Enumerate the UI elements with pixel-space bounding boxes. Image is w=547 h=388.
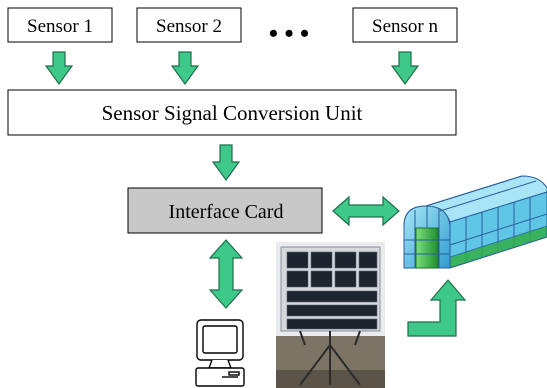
- arrow-solar-to-greenhouse: [407, 279, 467, 337]
- arrow-sensor-2-down: [170, 51, 200, 86]
- sensor-box-n: Sensor n: [352, 7, 458, 43]
- computer-icon: [195, 319, 245, 387]
- arrow-conversion-to-interface: [211, 144, 241, 182]
- arrow-sensor-1-down: [44, 51, 74, 86]
- sensor-box-1: Sensor 1: [7, 7, 113, 43]
- interface-card-label: Interface Card: [169, 201, 284, 223]
- ellipsis: • • •: [269, 19, 309, 48]
- sensor-2-label: Sensor 2: [156, 16, 222, 37]
- sensor-1-label: Sensor 1: [27, 16, 93, 37]
- sensor-n-label: Sensor n: [372, 16, 438, 37]
- sensor-box-2: Sensor 2: [136, 7, 242, 43]
- solar-panel-image: [276, 242, 385, 388]
- arrow-sensor-n-down: [390, 51, 420, 86]
- conversion-unit-label: Sensor Signal Conversion Unit: [102, 101, 363, 125]
- conversion-unit-box: Sensor Signal Conversion Unit: [7, 89, 457, 136]
- arrow-interface-computer: [208, 239, 244, 309]
- greenhouse-icon: [403, 175, 547, 269]
- arrow-interface-greenhouse: [332, 195, 400, 227]
- interface-card-box: Interface Card: [127, 187, 323, 234]
